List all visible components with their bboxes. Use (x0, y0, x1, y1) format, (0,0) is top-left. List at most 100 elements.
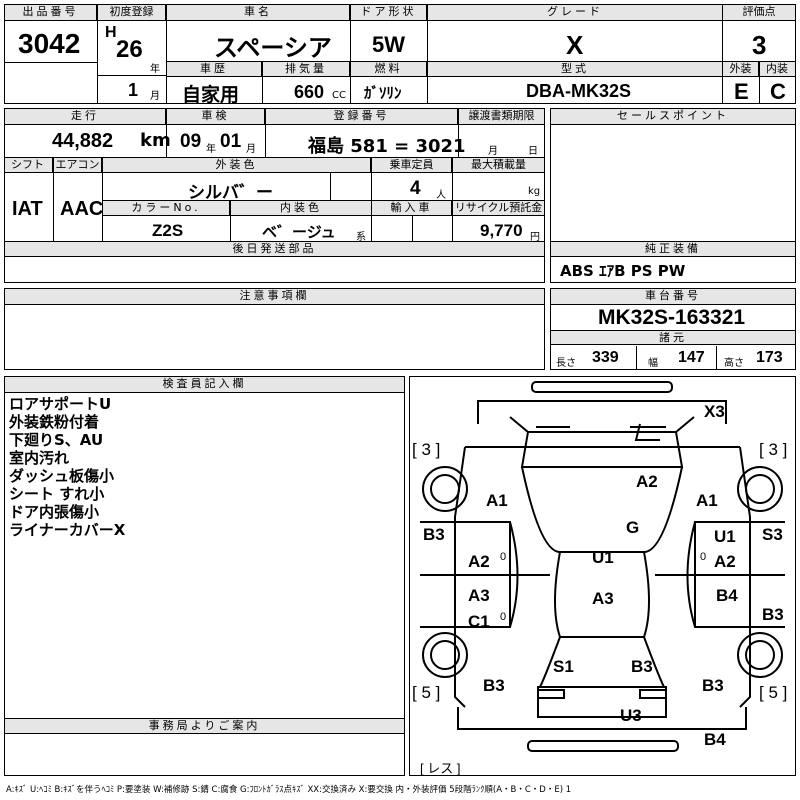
damage-mark: A3 (468, 586, 490, 605)
plate: 福島 581 = 3021 (308, 136, 466, 157)
damage-mark: G (626, 518, 640, 537)
damage-mark: A1 (486, 491, 508, 510)
damage-mark: [ レス ] (420, 761, 461, 776)
equipment-label: 純正装備 (551, 242, 795, 257)
damage-mark: B3 (423, 525, 445, 544)
damage-mark: B3 (702, 676, 724, 695)
ext-grade: E (734, 79, 749, 104)
damage-mark: [ 3 ] (412, 440, 441, 459)
damage-mark: B3 (631, 657, 653, 676)
recycle-unit: 円 (530, 232, 540, 243)
mileage-unit: km (140, 130, 171, 151)
inspect-year: 09 (180, 131, 202, 152)
reg-era: H (105, 24, 117, 41)
reg-label: 初度登録 (98, 5, 166, 21)
damage-mark: S1 (553, 657, 574, 676)
damage-mark: 0 (500, 551, 507, 563)
sales-point-box (550, 108, 796, 283)
capacity-unit: 人 (436, 190, 446, 201)
sales-point-label: セールスポイント (551, 109, 795, 125)
office-label: 事務局よりご案内 (5, 719, 404, 734)
inspector-note: 下廻りS、AU (9, 431, 104, 449)
inspector-label: 検査員記入欄 (5, 377, 404, 393)
damage-mark: X3 (704, 402, 725, 421)
colorno-label: カラーNo. (103, 201, 230, 216)
damage-mark: A1 (696, 491, 718, 510)
model-label: 型式 (428, 62, 722, 77)
width: 147 (678, 349, 705, 366)
damage-mark: A2 (636, 472, 658, 491)
load-label: 最大積載量 (453, 158, 544, 173)
inspector-notes: ロアサポートU 外装鉄粉付着 下廻りS、AU 室内汚れ ダッシュ板傷小 シート … (9, 395, 125, 539)
load-unit: kg (528, 186, 541, 197)
interior-color: ベ゛ージュ (262, 223, 336, 241)
inspector-note: ドア内張傷小 (9, 503, 100, 521)
caution-label: 注意事項欄 (5, 289, 544, 305)
inspector-note: ロアサポートU (9, 395, 112, 413)
disp-unit: CC (332, 90, 346, 101)
disp-label: 排気量 (263, 62, 350, 77)
inspector-note: 外装鉄粉付着 (9, 413, 100, 431)
damage-mark: B3 (762, 605, 784, 624)
ext-label: 外装 (723, 62, 759, 77)
damage-mark: C1 (468, 612, 490, 631)
inspector-note: ライナーカバーX (9, 521, 126, 539)
displacement: 660 (294, 82, 325, 102)
damage-mark: A3 (592, 589, 614, 608)
chassis-label: 車台番号 (551, 289, 795, 305)
shift-label: シフト (5, 158, 53, 173)
interior-color-label: 内装色 (231, 201, 371, 216)
mileage: 44,882 (52, 130, 114, 152)
transfer-day: 日 (528, 146, 538, 157)
transfer-month: 月 (488, 146, 498, 157)
fuel: ｶﾞｿﾘﾝ (364, 84, 402, 102)
inspector-note: シート すれ小 (9, 485, 105, 503)
inspect-label: 車検 (167, 109, 265, 125)
caution-box (4, 288, 545, 370)
model: DBA-MK32S (526, 81, 632, 101)
inspect-month-unit: 月 (246, 144, 256, 155)
capacity-label: 乗車定員 (372, 158, 452, 173)
reg-month-unit: 月 (150, 91, 160, 102)
damage-mark: U3 (620, 706, 642, 725)
history-label: 車歴 (167, 62, 262, 77)
int-label: 内装 (759, 62, 795, 77)
width-label: 幅 (648, 358, 658, 369)
grade: X (566, 30, 584, 60)
damage-mark: [ 5 ] (412, 683, 441, 702)
lot-number: 3042 (18, 28, 81, 59)
inspector-box (4, 376, 405, 776)
later-parts-label: 後日発送部品 (5, 242, 544, 257)
color-number: Z2S (152, 221, 184, 240)
recycle-fee: 9,770 (480, 221, 523, 240)
height: 173 (756, 349, 783, 366)
inspect-month: 01 (220, 131, 242, 152)
import-label: 輸入車 (372, 201, 452, 216)
chassis-box (550, 288, 796, 370)
name-label: 車名 (167, 5, 350, 21)
history: 自家用 (182, 84, 240, 106)
ext-color: シルバ゛ー (188, 183, 273, 203)
damage-mark: 0 (500, 611, 507, 623)
damage-mark: A2 (714, 552, 736, 571)
length: 339 (592, 349, 619, 366)
damage-mark: [ 5 ] (759, 683, 788, 702)
door-label: ドア形状 (351, 5, 427, 21)
length-label: 長さ (556, 358, 576, 369)
grade-label: グレード (428, 5, 722, 21)
inspector-note: 室内汚れ (9, 449, 70, 467)
int-grade: C (770, 79, 786, 104)
height-label: 高さ (724, 358, 744, 369)
dims-label: 諸元 (551, 331, 795, 345)
ac-label: エアコン (54, 158, 102, 173)
damage-mark: B3 (483, 676, 505, 695)
damage-mark: 0 (700, 551, 707, 563)
damage-mark: U1 (592, 548, 614, 567)
damage-mark: S3 (762, 525, 783, 544)
inspector-note: ダッシュ板傷小 (9, 467, 115, 485)
aircon: AAC (60, 198, 104, 220)
damage-mark: B4 (716, 586, 738, 605)
score-label: 評価点 (723, 5, 795, 21)
damage-mark: A2 (468, 552, 490, 571)
interior-unit: 系 (356, 232, 366, 243)
